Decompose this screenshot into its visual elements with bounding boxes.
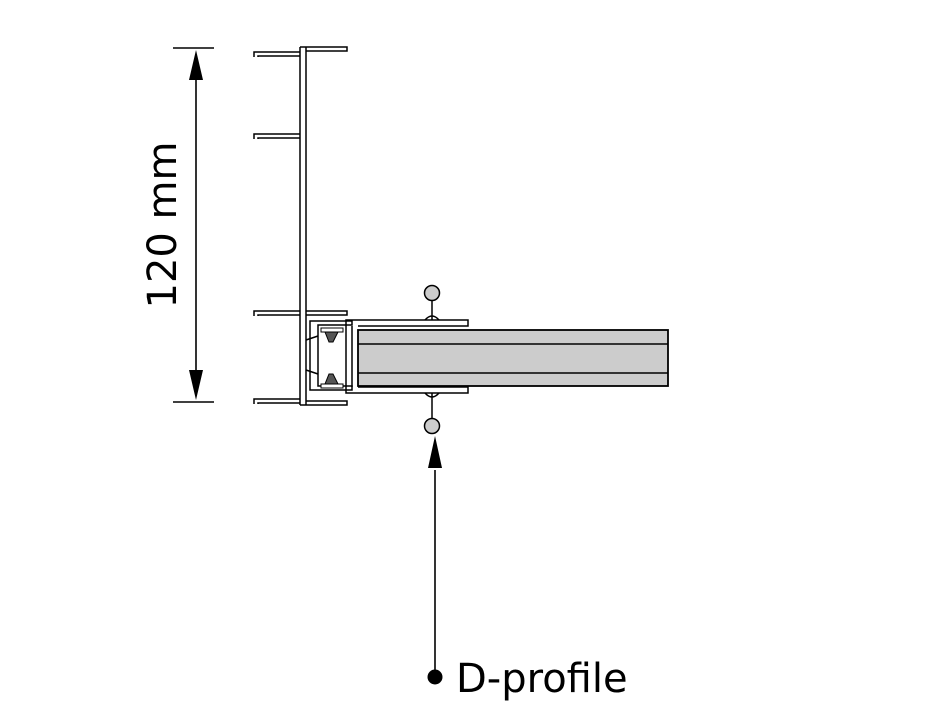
gasket-top	[320, 327, 344, 343]
glazing-channel	[305, 320, 353, 391]
callout-dot	[427, 669, 443, 685]
frame-fin	[253, 133, 300, 139]
callout-d-profile: D-profile	[427, 436, 628, 702]
d-profile	[345, 319, 469, 394]
callout-arrowhead	[428, 436, 442, 468]
panel-body	[357, 329, 669, 387]
clamp-stud-bottom	[423, 392, 441, 435]
clamp-stud-top	[423, 284, 441, 321]
frame-fin	[253, 310, 300, 316]
gasket-bottom	[320, 373, 344, 389]
dimension-arrowhead-top	[189, 50, 203, 80]
frame-profile	[253, 46, 348, 406]
dimension-120mm: 120 mm	[140, 47, 214, 403]
dimension-label: 120 mm	[140, 142, 186, 309]
callout-label: D-profile	[456, 656, 628, 702]
frame-fin	[253, 398, 300, 404]
panel	[357, 329, 669, 387]
frame-fin	[253, 51, 300, 57]
dimension-arrowhead-bottom	[189, 370, 203, 400]
